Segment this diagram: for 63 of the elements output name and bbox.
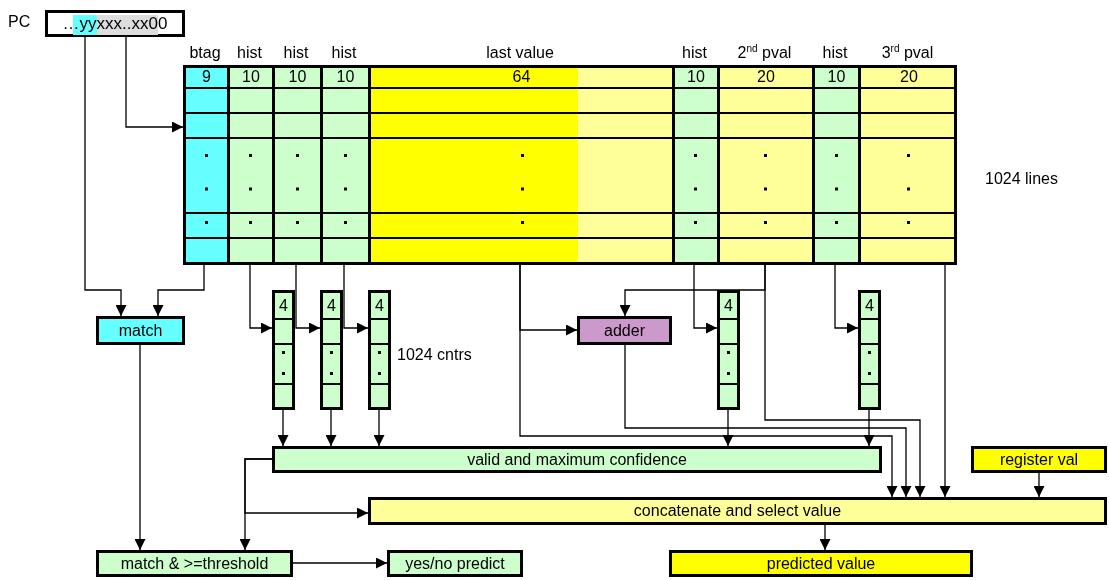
arrow (519, 264, 898, 498)
column-header: hist (682, 44, 707, 62)
counter-width: 4 (374, 296, 385, 316)
arrow (939, 264, 951, 498)
column-header: hist (283, 44, 309, 62)
arrow (152, 264, 205, 317)
column-header: hist (331, 44, 357, 62)
counter-label: 1024 cntrs (397, 346, 472, 364)
arrow (373, 409, 385, 447)
process-box: match (96, 316, 185, 345)
arrow (693, 264, 718, 334)
column-header: btag (189, 44, 221, 62)
column-header: 3$^{rd}$ pval (881, 43, 934, 62)
counter-column (858, 290, 881, 410)
arrow (277, 409, 289, 447)
output-box: yes/no predict (387, 550, 523, 577)
table-note: 1024 lines (985, 170, 1058, 188)
column-header: hist (237, 44, 262, 62)
arrow (292, 557, 388, 569)
counter-width: 4 (326, 296, 337, 316)
arrow (722, 409, 734, 447)
arrow (819, 524, 831, 551)
arrow (125, 36, 184, 133)
counter-column (272, 290, 295, 410)
counter-column (717, 290, 740, 410)
bit-width: 10 (241, 67, 261, 87)
process-box: concatenate and select value (368, 497, 1107, 525)
counter-width: 4 (278, 296, 289, 316)
counter-column (320, 290, 343, 410)
arrow (325, 409, 337, 447)
counter-width: 4 (723, 296, 734, 316)
counter-width: 4 (864, 296, 875, 316)
arrow (295, 264, 321, 334)
process-box: match & >=threshold (96, 550, 293, 577)
arrow (249, 264, 273, 334)
adder-box: adder (577, 316, 672, 345)
bit-width: 10 (335, 67, 356, 87)
register-label: PC (8, 13, 31, 31)
arrow (239, 458, 273, 551)
arrow (624, 344, 912, 498)
arrow (1033, 472, 1045, 498)
bit-width: 64 (511, 67, 532, 87)
counter-column (368, 290, 391, 410)
register-bits: …yyxxx..xx00 (62, 15, 168, 32)
register-box: register val (971, 446, 1107, 473)
bit-width: 10 (287, 67, 308, 87)
column-header: 2$^{nd}$ pval (737, 43, 792, 62)
bit-width: 20 (756, 67, 776, 87)
bit-width: 10 (686, 67, 706, 87)
bit-width: 10 (826, 67, 847, 87)
process-box: valid and maximum confidence (272, 446, 882, 473)
arrow (84, 36, 127, 317)
bit-width: 20 (899, 67, 919, 87)
arrow (764, 264, 926, 498)
column-header: last value (486, 44, 554, 62)
arrow (834, 264, 859, 334)
output-box: predicted value (669, 550, 973, 577)
arrow (343, 264, 369, 334)
arrow (134, 344, 146, 551)
arrow (863, 409, 875, 447)
column-header: hist (822, 44, 848, 62)
bit-width: 9 (201, 67, 212, 87)
register-box (45, 10, 185, 37)
